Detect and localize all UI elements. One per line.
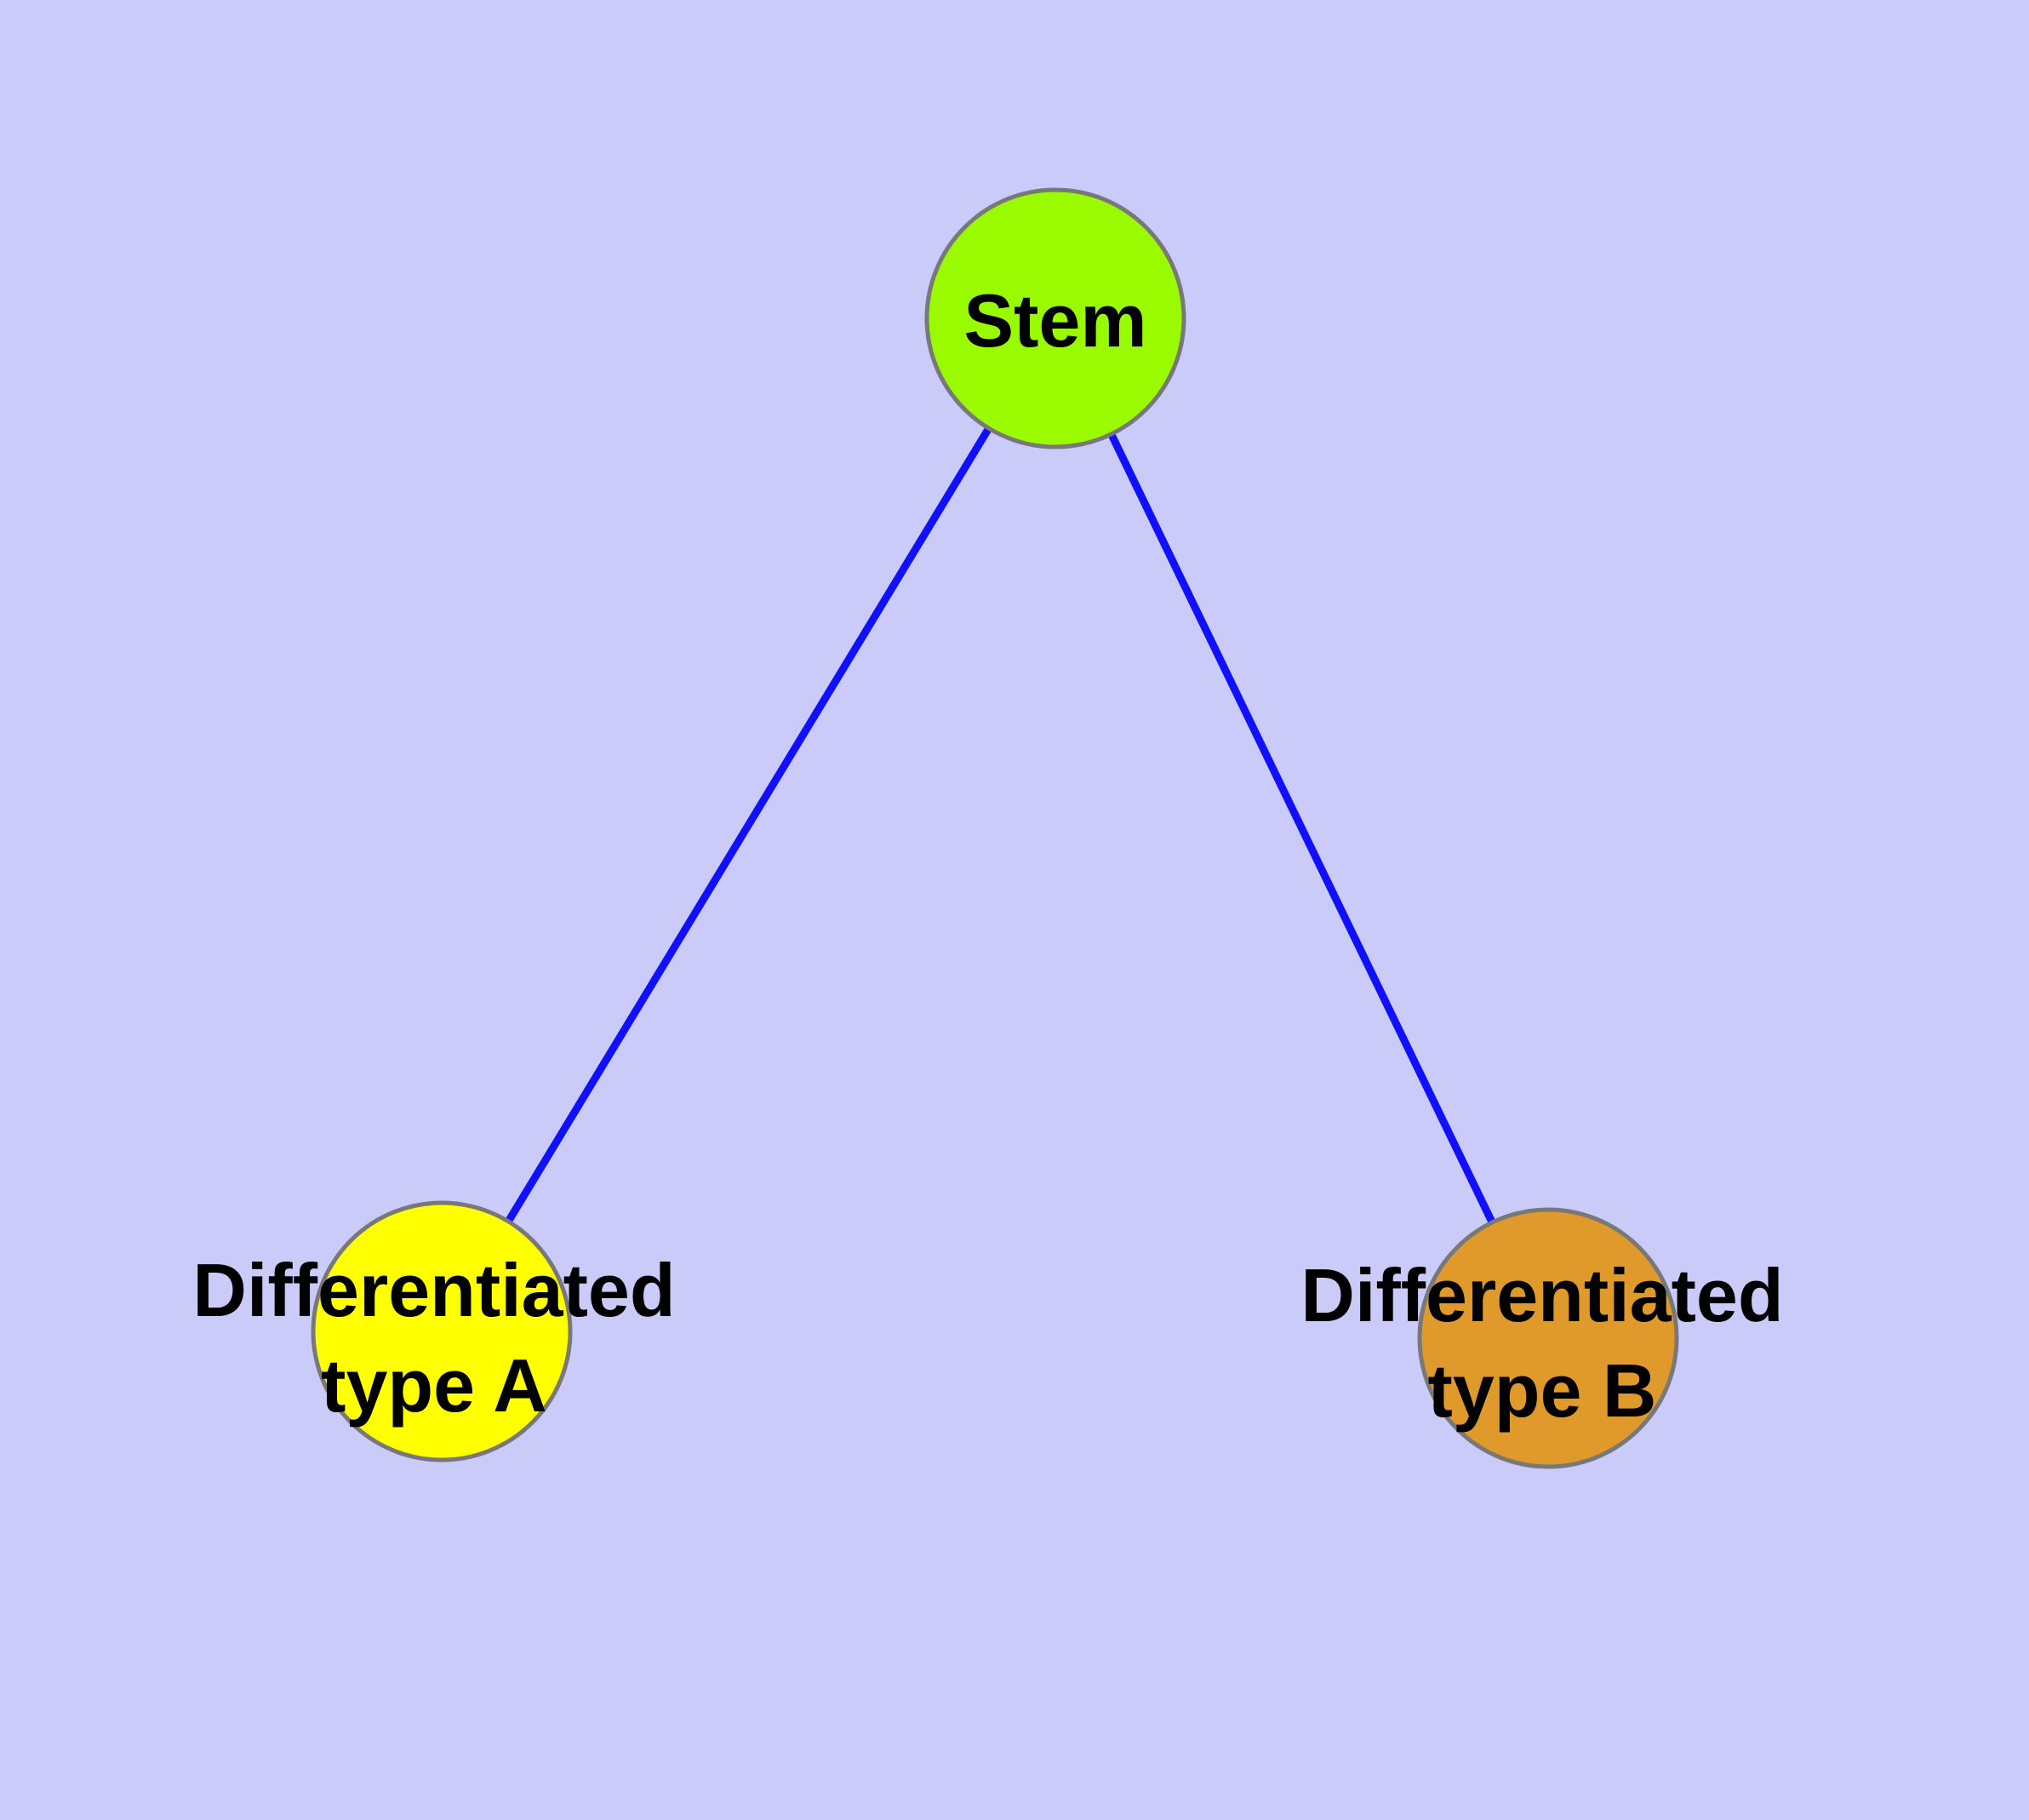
node-type-b-circle [1417,1207,1679,1469]
edge-stem-to-type-a [438,316,1059,1334]
edge-stem-to-type-b [1051,317,1552,1340]
node-stem-circle [924,187,1186,449]
node-type-a-circle [311,1200,573,1462]
